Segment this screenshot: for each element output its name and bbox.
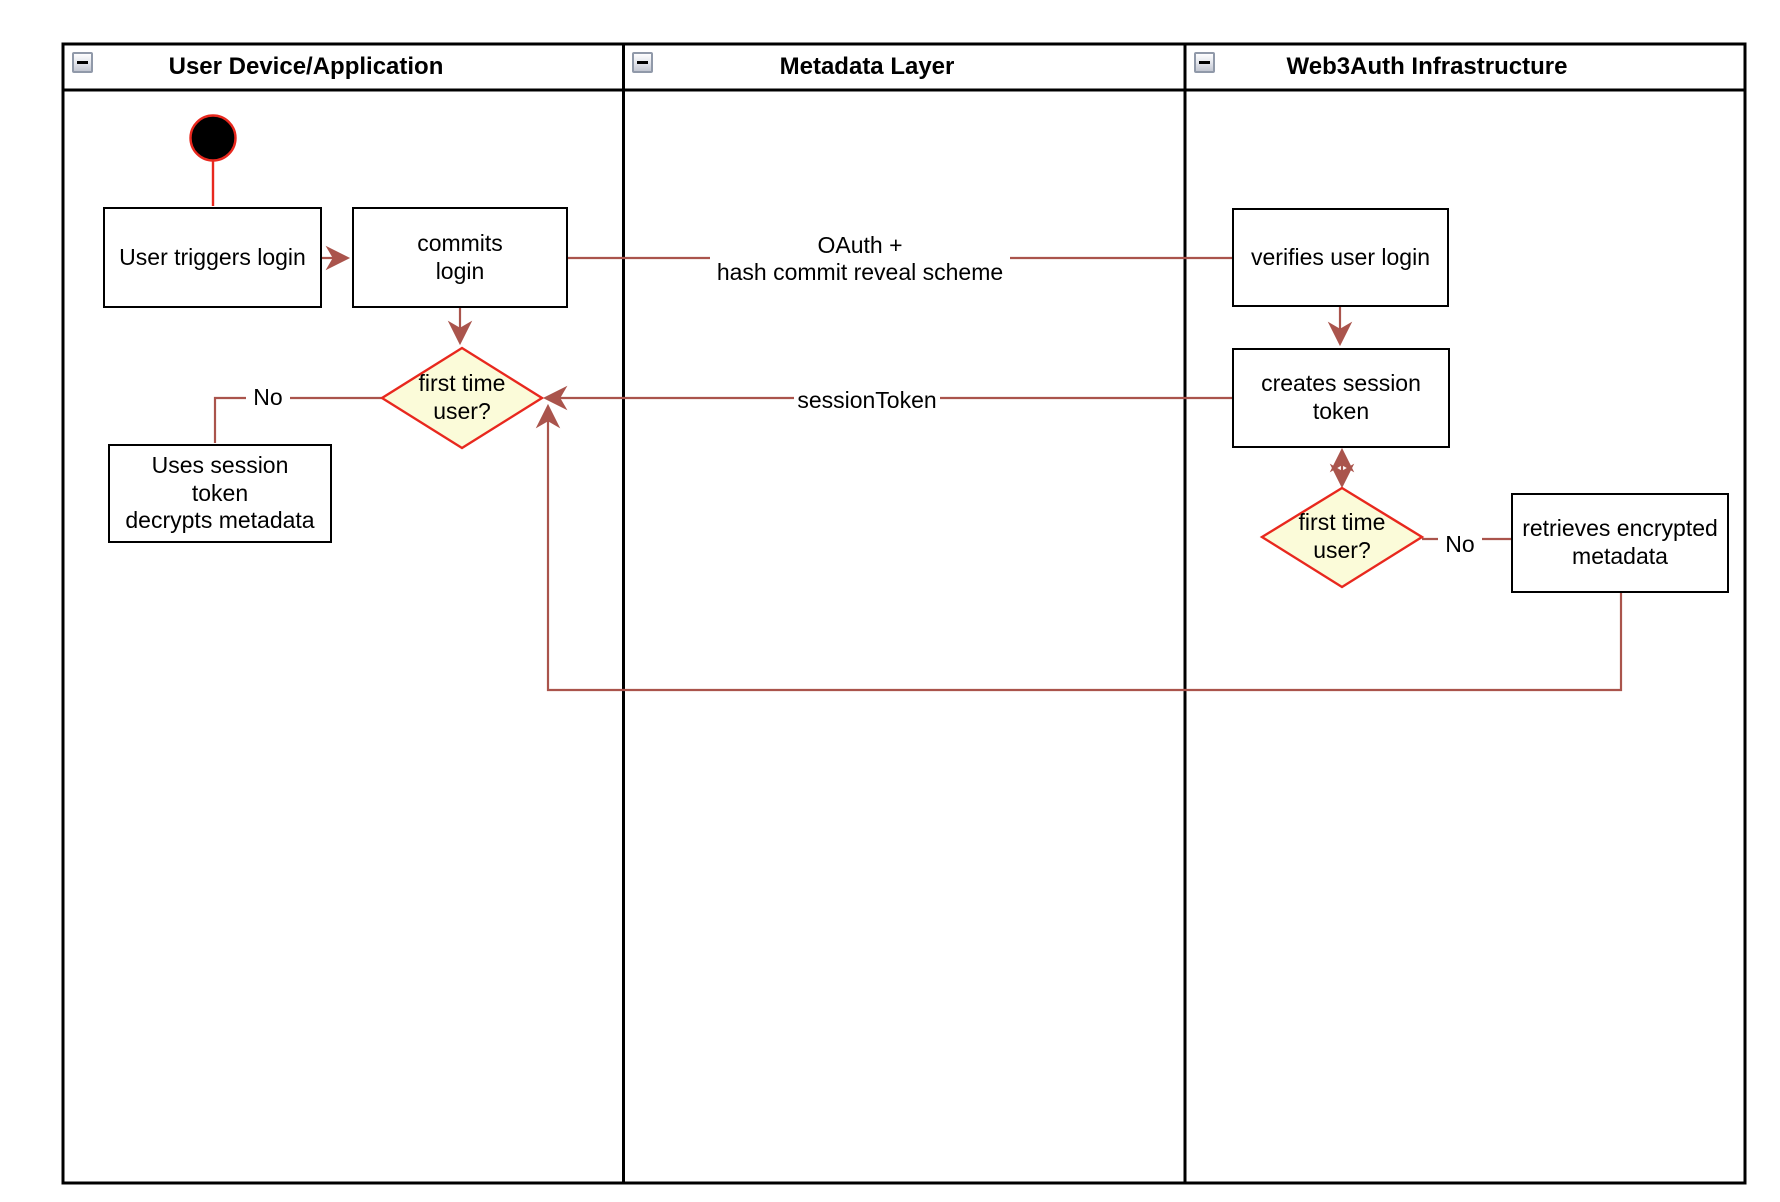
node-uses-session-token: Uses session token decrypts metadata <box>108 444 332 543</box>
node-creates-session-token: creates session token <box>1232 348 1450 448</box>
collapse-lane-metadata-layer-button[interactable] <box>632 52 653 73</box>
collapse-lane-user-device-button[interactable] <box>72 52 93 73</box>
lane-header-metadata-layer: Metadata Layer <box>625 44 1185 90</box>
edge-label-no-infra: No <box>1438 531 1482 559</box>
node-label: retrieves encrypted metadata <box>1522 515 1718 569</box>
decision-label-infra: first time user? <box>1298 509 1386 563</box>
edge-retrieves-feedback-to-decision <box>535 403 1623 692</box>
node-retrieves-encrypted-metadata: retrieves encrypted metadata <box>1511 493 1729 593</box>
decision-label-client: first time user? <box>418 370 506 424</box>
pool-border <box>61 42 1747 1185</box>
node-label: verifies user login <box>1251 243 1430 270</box>
lane-title: Metadata Layer <box>779 53 955 80</box>
decision-diamond-infra <box>1259 486 1425 589</box>
node-label: Uses session token decrypts metadata <box>125 452 315 534</box>
start-node <box>189 114 237 162</box>
edge-label-session-token: sessionToken <box>794 386 940 416</box>
node-label: User triggers login <box>119 243 306 270</box>
minus-icon <box>77 61 88 64</box>
lane-title: User Device/Application <box>168 53 444 80</box>
node-verifies-user-login: verifies user login <box>1232 208 1449 307</box>
lane-header-web3auth-infrastructure: Web3Auth Infrastructure <box>1185 44 1745 90</box>
node-user-triggers-login: User triggers login <box>103 207 322 308</box>
node-commits-login: commits login <box>352 207 568 308</box>
edge-label-no-client: No <box>246 384 290 412</box>
lane-title: Web3Auth Infrastructure <box>1286 53 1568 80</box>
node-label: creates session token <box>1261 370 1421 424</box>
lane-header-user-device: User Device/Application <box>63 44 625 90</box>
collapse-lane-web3auth-button[interactable] <box>1194 52 1215 73</box>
edge-label-oauth: OAuth + hash commit reveal scheme <box>710 230 1010 288</box>
minus-icon <box>1199 61 1210 64</box>
decision-diamond-client <box>379 346 545 450</box>
minus-icon <box>637 61 648 64</box>
edge-decision-no-to-uses-session <box>213 396 382 443</box>
node-label: commits login <box>417 229 503 284</box>
